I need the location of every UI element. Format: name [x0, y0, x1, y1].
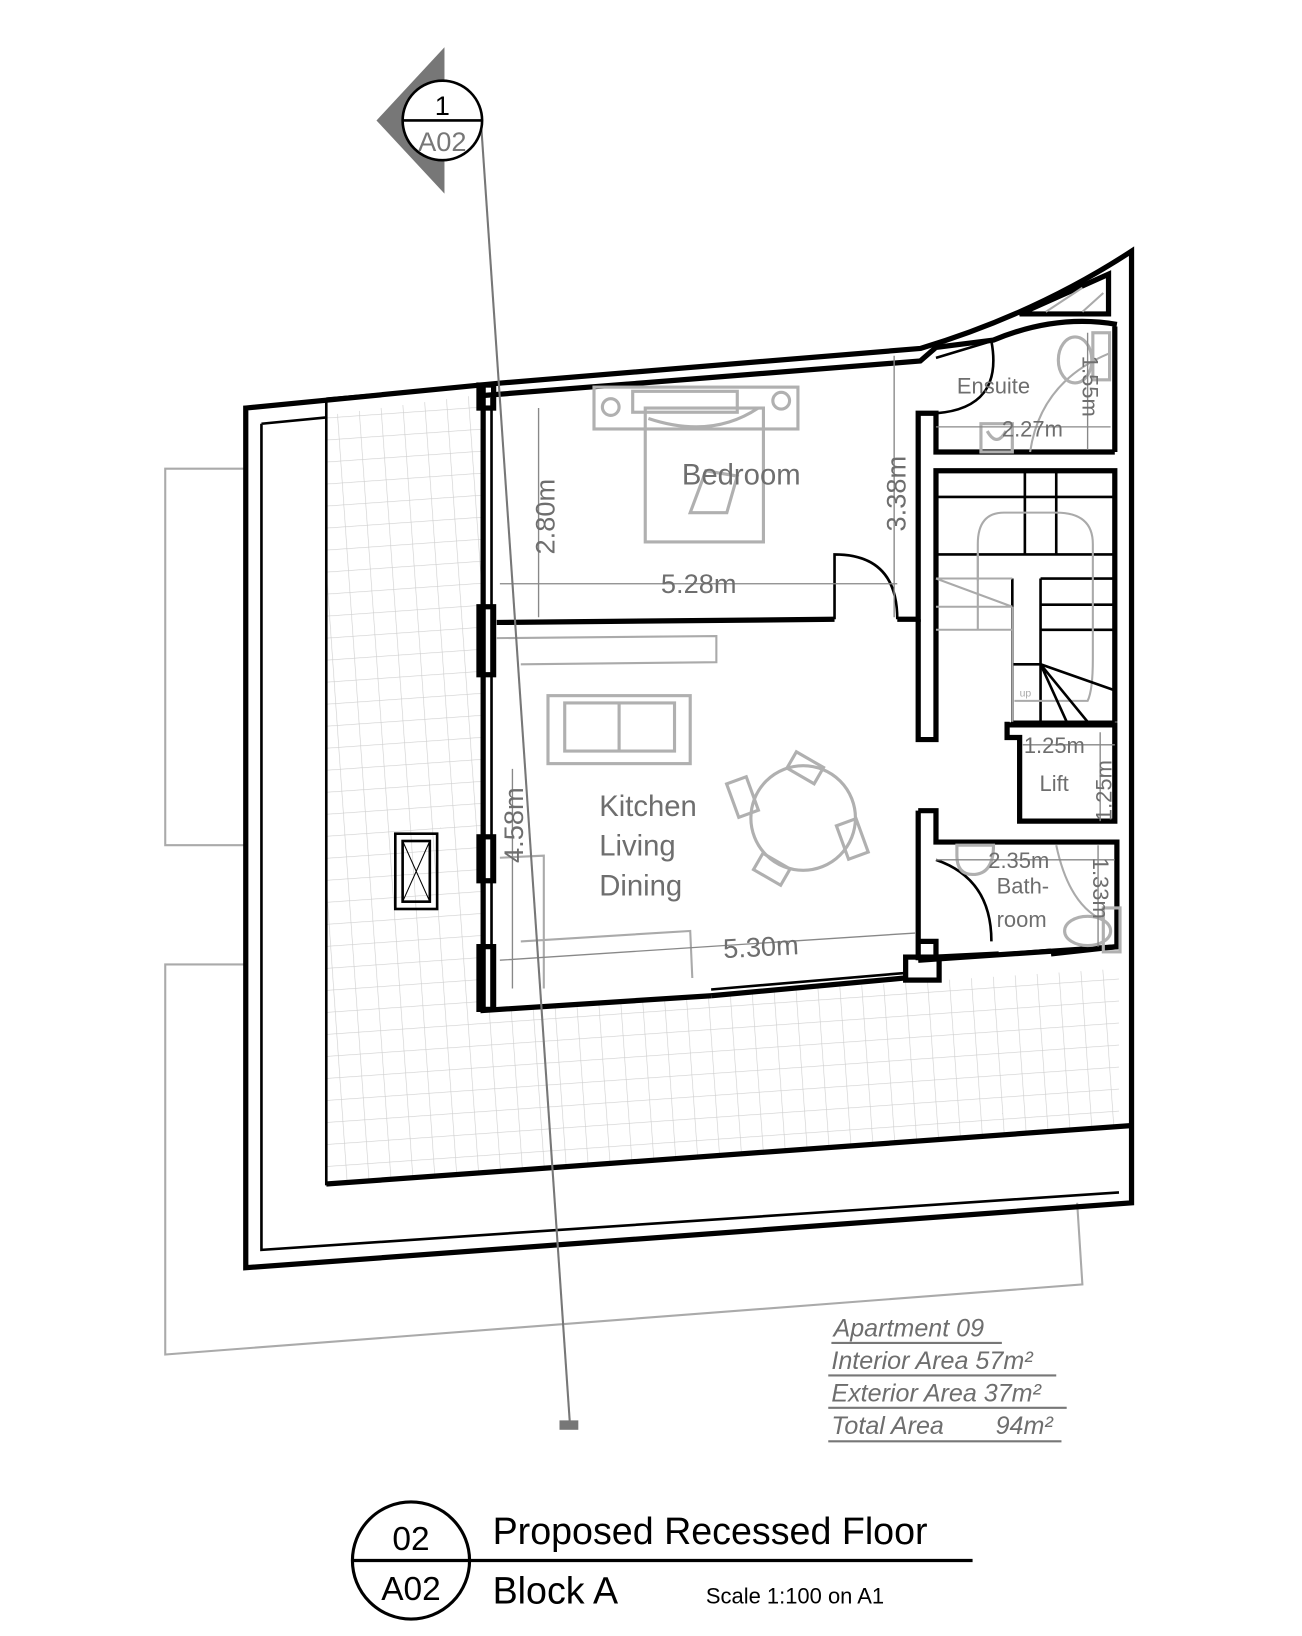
dining-table — [724, 749, 871, 888]
dim-ensuite-width: 2.27m — [1002, 416, 1063, 441]
lower-floor-outline — [164, 963, 1084, 1356]
parapet-inner — [260, 416, 1120, 1252]
ensuite-door-swing — [935, 339, 995, 415]
kitchen-counter — [496, 634, 718, 989]
lower-floor-outline — [164, 467, 246, 847]
dim-kitchen-width: 5.30m — [722, 929, 799, 964]
dim-lift-width: 1.25m — [1024, 733, 1085, 758]
staircase: up — [935, 470, 1116, 724]
terrace-edge-heavy — [326, 1122, 1133, 1187]
terrace-tiling — [326, 394, 1119, 1182]
section-number: 1 — [435, 90, 450, 121]
dim-bathroom-width: 2.35m — [988, 848, 1049, 873]
interior-area: Interior Area 57m² — [831, 1347, 1034, 1375]
room-label-bedroom: Bedroom — [682, 458, 801, 491]
total-area-label: Total Area — [831, 1412, 944, 1440]
dimension-lines — [499, 332, 1115, 989]
dim-lift-height: 1.25m — [1092, 760, 1117, 821]
room-label-dining: Dining — [599, 869, 682, 902]
stair-up-label: up — [1020, 689, 1032, 700]
dim-bedroom-width: 5.28m — [661, 568, 737, 599]
section-line — [480, 123, 571, 1425]
bedroom-door-swing — [833, 553, 899, 620]
dim-kitchen-height: 4.58m — [498, 787, 529, 863]
drawing-scale: Scale 1:100 on A1 — [706, 1583, 884, 1608]
pier — [476, 834, 497, 884]
apartment-name: Apartment 09 — [831, 1315, 984, 1343]
exterior-area: Exterior Area 37m² — [831, 1380, 1042, 1408]
room-label-living: Living — [599, 830, 675, 863]
room-label-lift: Lift — [1040, 771, 1069, 796]
room-label-bathroom-1: Bath- — [997, 873, 1049, 898]
bathroom-basin — [955, 843, 996, 877]
apartment-wall-top — [482, 318, 1118, 399]
dim-ensuite-height: 1.55m — [1077, 356, 1102, 417]
apartment-wall-left — [480, 385, 712, 1014]
void-hatch — [1045, 286, 1105, 313]
drawing-sheet: A02 — [381, 1571, 441, 1608]
total-area-value: 94m² — [996, 1412, 1055, 1440]
skylight — [393, 832, 439, 911]
room-label-kitchen: Kitchen — [599, 790, 697, 823]
room-label-ensuite: Ensuite — [957, 373, 1030, 398]
section-line-end — [559, 1420, 579, 1430]
lift-walls — [1004, 721, 1118, 824]
glazing — [490, 397, 1052, 1011]
dim-corridor-height: 3.38m — [881, 456, 912, 532]
dim-bedroom-height: 2.80m — [529, 479, 560, 555]
ensuite-toilet — [1056, 331, 1112, 385]
pier — [476, 382, 497, 411]
bathroom-toilet — [1063, 906, 1122, 954]
area-schedule: Apartment 09 Interior Area 57m² Exterior… — [828, 1315, 1067, 1443]
section-marker: 1 A02 — [376, 47, 484, 194]
section-sheet: A02 — [418, 126, 466, 157]
pier — [476, 604, 497, 678]
ensuite-basin — [979, 422, 1014, 454]
void-triangle — [1018, 270, 1112, 317]
room-label-bathroom-2: room — [997, 907, 1047, 932]
drawing-title: Proposed Recessed Floor — [493, 1510, 928, 1552]
title-block: 02 A02 Proposed Recessed Floor Block A S… — [350, 1500, 973, 1621]
dim-bathroom-height: 1.33m — [1088, 858, 1113, 919]
sofa — [546, 694, 692, 766]
drawing-subtitle: Block A — [493, 1569, 619, 1611]
pier — [903, 954, 942, 983]
bathroom-door-swing — [935, 858, 993, 942]
drawing-number: 02 — [392, 1521, 429, 1558]
pier — [476, 944, 497, 1012]
bedroom-kitchen-wall — [496, 410, 1115, 626]
stair-core — [915, 468, 1118, 743]
double-bed — [592, 385, 800, 544]
